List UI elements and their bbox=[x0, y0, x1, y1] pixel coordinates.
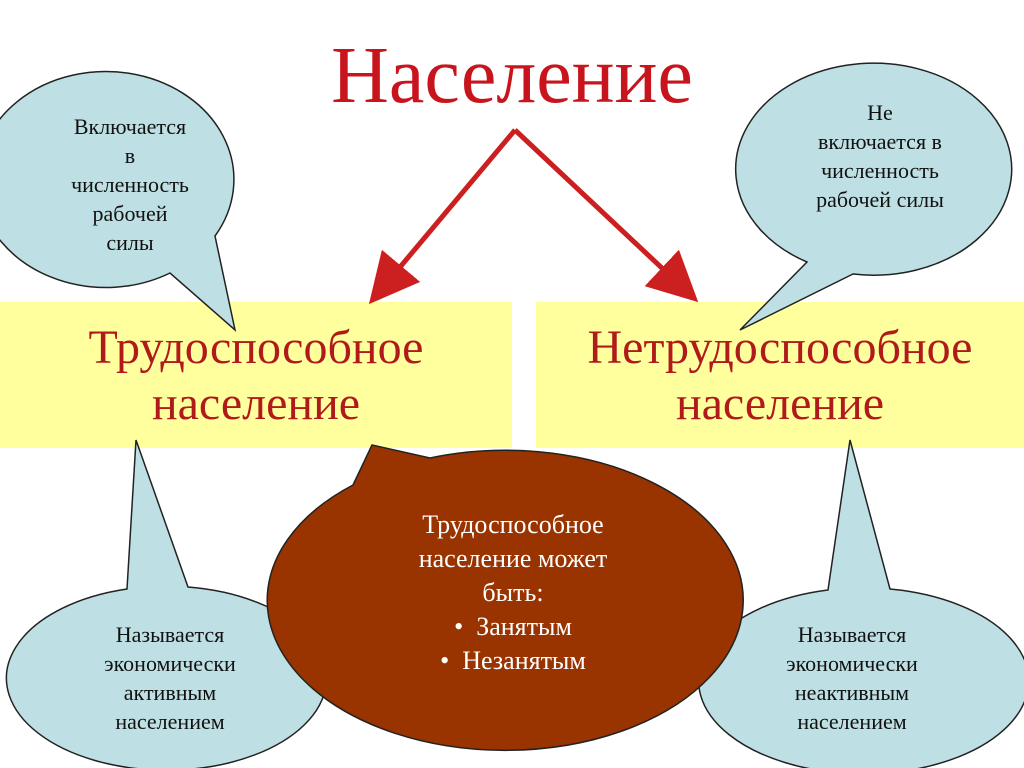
callout-top-left bbox=[0, 70, 237, 333]
bubble-line: в bbox=[124, 143, 136, 168]
center-list: Занятым Незанятым bbox=[368, 610, 658, 678]
bubble-top-left-text: Включается в численность рабочей силы bbox=[50, 112, 210, 257]
bubble-line: рабочей bbox=[92, 201, 168, 226]
group-right-line2: население bbox=[675, 377, 885, 430]
bubble-line: Называется bbox=[797, 622, 907, 647]
band-left bbox=[0, 302, 512, 448]
group-right-label: Нетрудоспособное население bbox=[536, 320, 1024, 432]
bubble-line: активным bbox=[123, 680, 217, 705]
arrow-left bbox=[368, 128, 517, 305]
bubble-bottom-left-text: Называется экономически активным населен… bbox=[70, 620, 270, 736]
bubble-top-right-text: Не включается в численность рабочей силы bbox=[780, 98, 980, 214]
bubble-line: неактивным bbox=[794, 680, 910, 705]
center-line: население может bbox=[418, 544, 608, 573]
diagram-title: Население bbox=[331, 32, 693, 120]
bubble-line: рабочей силы bbox=[816, 187, 944, 212]
center-line: Трудоспособное bbox=[422, 510, 604, 539]
bubble-line: силы bbox=[106, 230, 154, 255]
center-list-item: Незанятым bbox=[368, 644, 658, 678]
bubble-line: численность bbox=[71, 172, 189, 197]
bubble-line: численность bbox=[821, 158, 939, 183]
bubble-bottom-right-text: Называется экономически неактивным насел… bbox=[752, 620, 952, 736]
group-left-label: Трудоспособное население bbox=[0, 320, 512, 432]
band-right bbox=[536, 302, 1024, 448]
bubble-line: экономически bbox=[104, 651, 236, 676]
bubble-line: Включается bbox=[73, 114, 187, 139]
bubble-line: Не bbox=[867, 100, 893, 125]
center-bubble-text: Трудоспособное население может быть: Зан… bbox=[368, 508, 658, 678]
group-right-line1: Нетрудоспособное bbox=[587, 321, 973, 374]
center-line: быть: bbox=[482, 578, 544, 607]
bubble-line: населением bbox=[797, 709, 907, 734]
bubble-line: населением bbox=[115, 709, 225, 734]
bubble-line: экономически bbox=[786, 651, 918, 676]
bubble-line: Называется bbox=[115, 622, 225, 647]
arrow-right bbox=[513, 128, 699, 303]
group-left-line2: население bbox=[151, 377, 361, 430]
group-left-line1: Трудоспособное bbox=[88, 321, 424, 374]
callout-top-right bbox=[734, 62, 1013, 331]
center-list-item: Занятым bbox=[368, 610, 658, 644]
bubble-line: включается в bbox=[818, 129, 942, 154]
